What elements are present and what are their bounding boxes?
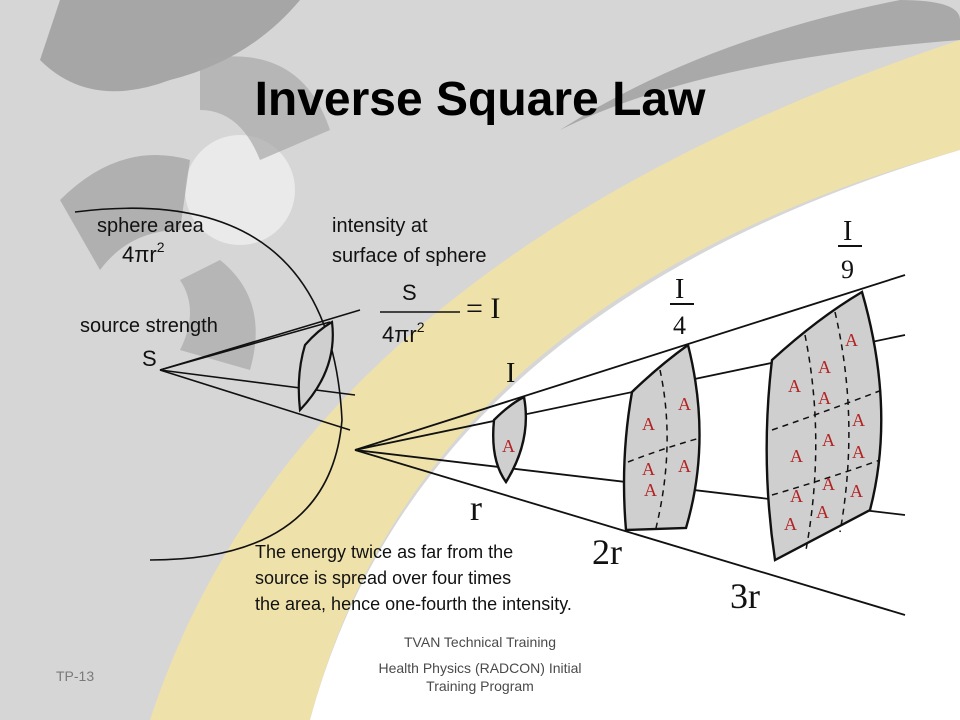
page-title: Inverse Square Law [254,73,706,126]
footer-program-line2: Training Program [426,678,534,694]
slide-number: TP-13 [56,668,95,684]
area-letter: A [790,486,803,506]
footer-program-line1: Health Physics (RADCON) Initial [378,660,582,676]
sphere-patch [297,320,334,413]
intensity-label-line2: surface of sphere [332,245,487,267]
fraction-numerator: S [402,280,417,305]
area-letter: A [850,481,863,501]
distance-r: r [470,488,482,528]
area-letter: A [822,430,835,450]
sphere-arc [74,207,343,561]
area-letter: A [642,459,655,479]
area-letter: A [818,357,831,377]
intensity-quarter-num: I [675,274,684,305]
area-letter: A [816,502,829,522]
intensity-i: I [506,358,515,389]
intensity-ninth-den: 9 [841,255,854,284]
intensity-label-line1: intensity at [332,215,428,237]
area-letter: A [852,410,865,430]
intensity-quarter-den: 4 [673,311,686,340]
area-letter: A [642,414,655,434]
fraction-denominator: 4πr2 [382,319,425,347]
distance-2r: 2r [592,532,622,572]
caption-line2: source is spread over four times [255,568,511,588]
yellow-band [150,40,960,720]
sphere-diagram [74,207,361,561]
area-letter: A [678,456,691,476]
area-letter: A [502,436,515,456]
sphere-area-label: sphere area [97,215,205,237]
footer-org: TVAN Technical Training [404,634,556,650]
caption-line3: the area, hence one-fourth the intensity… [255,594,572,614]
distance-3r: 3r [730,576,760,616]
source-strength-label: source strength [80,315,218,337]
area-letter: A [678,394,691,414]
area-letter: A [852,442,865,462]
sphere-formula: 4πr2 [122,239,165,267]
area-patch-2r [622,343,701,532]
area-letter: A [644,480,657,500]
area-patch-r [492,395,528,485]
source-symbol: S [142,346,157,371]
area-letter: A [818,388,831,408]
area-patch-3r [765,290,883,562]
area-letter: A [822,474,835,494]
area-letter: A [845,330,858,350]
area-labels: A A A A A A A A A A A A A A A A A A A [502,330,865,534]
area-letter: A [788,376,801,396]
area-letter: A [784,514,797,534]
intensity-ninth-num: I [843,216,852,247]
equals-i: = I [466,292,500,325]
caption-line1: The energy twice as far from the [255,542,513,562]
area-letter: A [790,446,803,466]
